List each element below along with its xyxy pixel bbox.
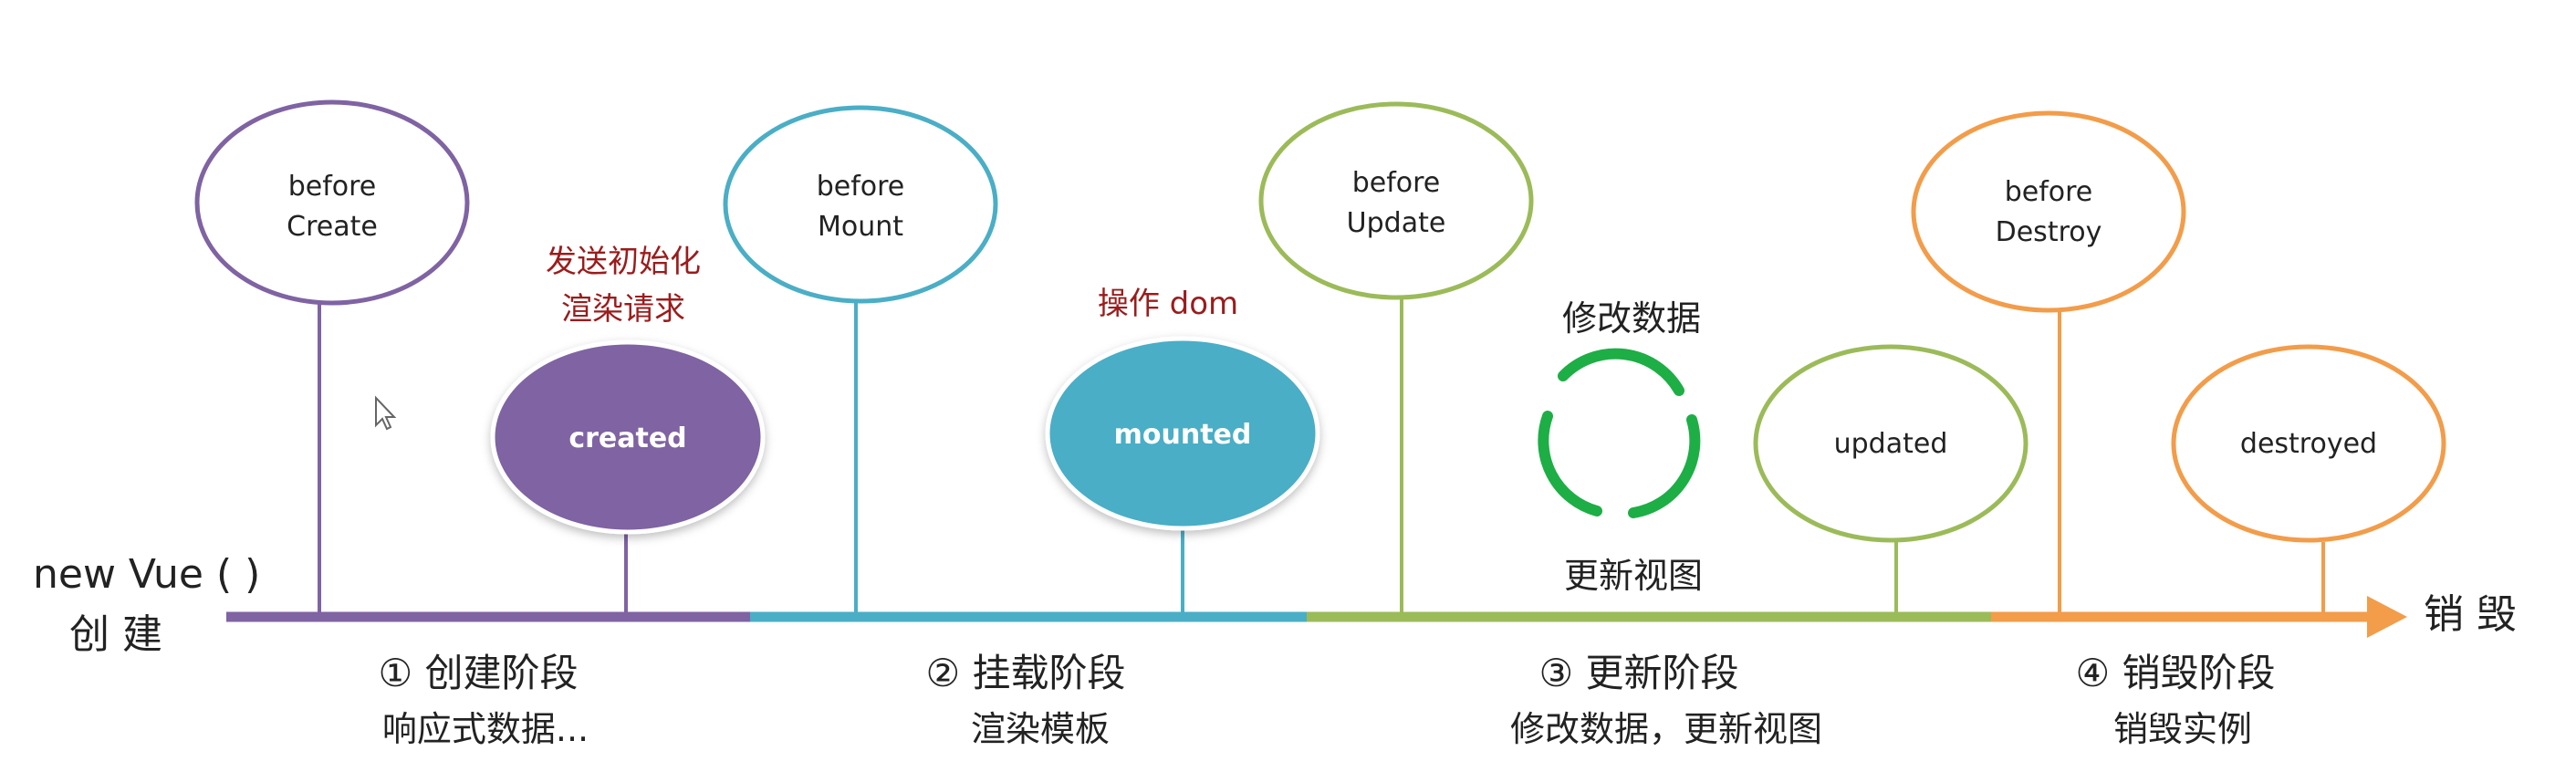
cycle-arc-left: [1538, 411, 1602, 516]
beforemount-label-line2: Mount: [818, 211, 903, 243]
created-label: created: [568, 423, 686, 454]
updated-hook: updated: [1753, 344, 2028, 543]
stage-create: ① 创建阶段 响应式数据...: [378, 651, 589, 749]
cycle-arc-top: [1558, 348, 1684, 396]
beforecreate-label-line2: Create: [287, 211, 378, 243]
beforecreate-label-line1: before: [288, 171, 377, 203]
beforeupdate-label-line2: Update: [1347, 207, 1446, 239]
destroyed-label: destroyed: [2240, 428, 2377, 460]
destroyed-hook: destroyed: [2171, 344, 2446, 543]
created-note-line2: 渲染请求: [561, 291, 685, 328]
cycle-top-label: 修改数据: [1562, 298, 1701, 339]
beforedestroy-hook: before Destroy: [1911, 110, 2186, 313]
stage-mount: ② 挂载阶段 渲染模板: [925, 651, 1125, 749]
created-hook: created: [490, 339, 766, 535]
beforecreate-circle: [194, 99, 470, 306]
mounted-label: mounted: [1114, 419, 1252, 451]
stage-destroy: ④ 销毁阶段 销毁实例: [2075, 651, 2275, 749]
created-note-line1: 发送初始化: [546, 244, 701, 280]
stage-title: ① 创建阶段: [378, 651, 578, 695]
destroy-end-label: 销 毁: [2424, 591, 2517, 638]
stage-update: ③ 更新阶段 修改数据，更新视图: [1510, 651, 1822, 749]
beforemount-hook: before Mount: [723, 105, 998, 304]
refresh-cycle-icon: [1538, 348, 1701, 518]
stage-title: ④ 销毁阶段: [2075, 651, 2275, 695]
stage-title: ② 挂载阶段: [925, 651, 1125, 695]
beforedestroy-circle: [1911, 110, 2186, 313]
beforeupdate-label-line1: before: [1352, 167, 1441, 199]
mounted-note: 操作 dom: [1098, 286, 1238, 322]
cycle-bottom-label: 更新视图: [1564, 556, 1703, 596]
timeline: [226, 596, 2407, 638]
hook-stems: [318, 297, 2325, 617]
mounted-hook: mounted: [1045, 336, 1320, 531]
beforedestroy-label-line1: before: [2005, 176, 2093, 208]
stage-subtitle: 渲染模板: [971, 709, 1110, 749]
stage-title: ③ 更新阶段: [1538, 651, 1738, 695]
beforecreate-hook: before Create: [194, 99, 470, 306]
beforeupdate-hook: before Update: [1258, 101, 1534, 300]
updated-label: updated: [1834, 428, 1948, 460]
beforemount-label-line1: before: [817, 171, 905, 203]
create-start-label: 创 建: [69, 611, 162, 658]
stage-subtitle: 修改数据，更新视图: [1510, 709, 1822, 749]
beforemount-circle: [723, 105, 998, 304]
mounted-circle: [1045, 336, 1320, 531]
beforedestroy-label-line2: Destroy: [1996, 216, 2102, 248]
destroyed-circle: [2171, 344, 2446, 543]
updated-circle: [1753, 344, 2028, 543]
beforeupdate-circle: [1258, 101, 1534, 300]
new-vue-label: new Vue ( ): [33, 551, 260, 598]
timeline-arrowhead: [2367, 596, 2407, 638]
created-circle: [490, 339, 766, 535]
cycle-arc-right: [1628, 414, 1701, 518]
stage-subtitle: 销毁实例: [2113, 709, 2252, 749]
mouse-cursor-icon: [375, 395, 397, 431]
stage-subtitle: 响应式数据...: [382, 709, 589, 749]
